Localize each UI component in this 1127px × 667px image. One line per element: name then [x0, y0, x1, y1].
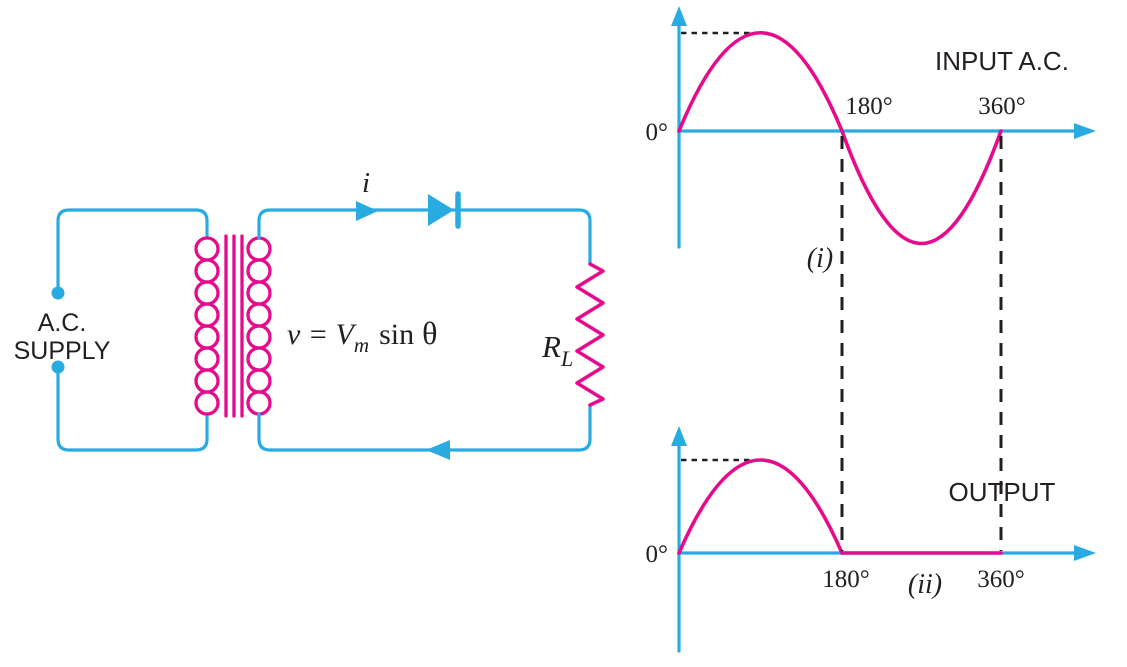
output-y-axis-arrowhead: [671, 426, 687, 446]
secondary-loop-wire-top: [257, 208, 592, 266]
diode-anode-triangle: [428, 194, 454, 226]
load-resistor-label: RL: [541, 329, 573, 371]
transformer-secondary-winding: [246, 236, 272, 416]
equation-lead: v = V: [287, 318, 358, 351]
load-label-symbol: R: [541, 329, 561, 364]
input-graph-title: INPUT A.C.: [935, 46, 1069, 76]
return-current-arrow: [426, 440, 450, 460]
input-waveform-graph: 0° 180° 360° INPUT A.C. (i): [646, 6, 1096, 274]
current-label: i: [362, 167, 370, 199]
input-graph-caption: (i): [807, 243, 833, 274]
supply-terminal-dot-top: [51, 286, 65, 300]
transformer: [194, 234, 272, 418]
current-direction-arrow: [356, 201, 378, 221]
input-x-axis-arrowhead: [1074, 123, 1096, 139]
equation-function: sin: [379, 318, 414, 351]
load-resistor-zigzag: [575, 262, 605, 407]
equation-subscript: m: [354, 333, 369, 357]
output-tick-180: 180°: [822, 566, 870, 593]
transformer-primary-winding: [194, 236, 220, 416]
output-waveform-graph: OUTPUT 0° 180° (ii) 360°: [646, 426, 1096, 653]
output-x-axis-arrowhead: [1074, 545, 1096, 561]
primary-loop-wire-top: [56, 208, 209, 293]
input-origin-label: 0°: [646, 119, 669, 146]
primary-loop-wire-bottom: [56, 367, 209, 452]
diode-symbol: [428, 191, 461, 229]
input-y-axis-arrowhead: [671, 6, 687, 26]
circuit-diagram: A.C. SUPPLY: [14, 167, 605, 460]
output-origin-label: 0°: [646, 541, 669, 568]
input-sine-wave: [677, 31, 1003, 246]
ac-supply-label-line1: A.C.: [38, 309, 87, 337]
supply-terminal-dot-bottom: [51, 360, 65, 374]
secondary-loop-wire-bottom: [257, 403, 592, 452]
transformer-core: [224, 234, 244, 418]
output-graph-caption: (ii): [908, 569, 942, 600]
ac-supply-label-line2: SUPPLY: [14, 337, 111, 365]
equation-theta: θ: [422, 315, 437, 351]
output-tick-360: 360°: [977, 566, 1025, 593]
input-tick-180: 180°: [845, 93, 893, 120]
output-half-sine-wave: [677, 458, 844, 555]
input-tick-360: 360°: [978, 93, 1026, 120]
load-label-subscript: L: [560, 346, 573, 371]
